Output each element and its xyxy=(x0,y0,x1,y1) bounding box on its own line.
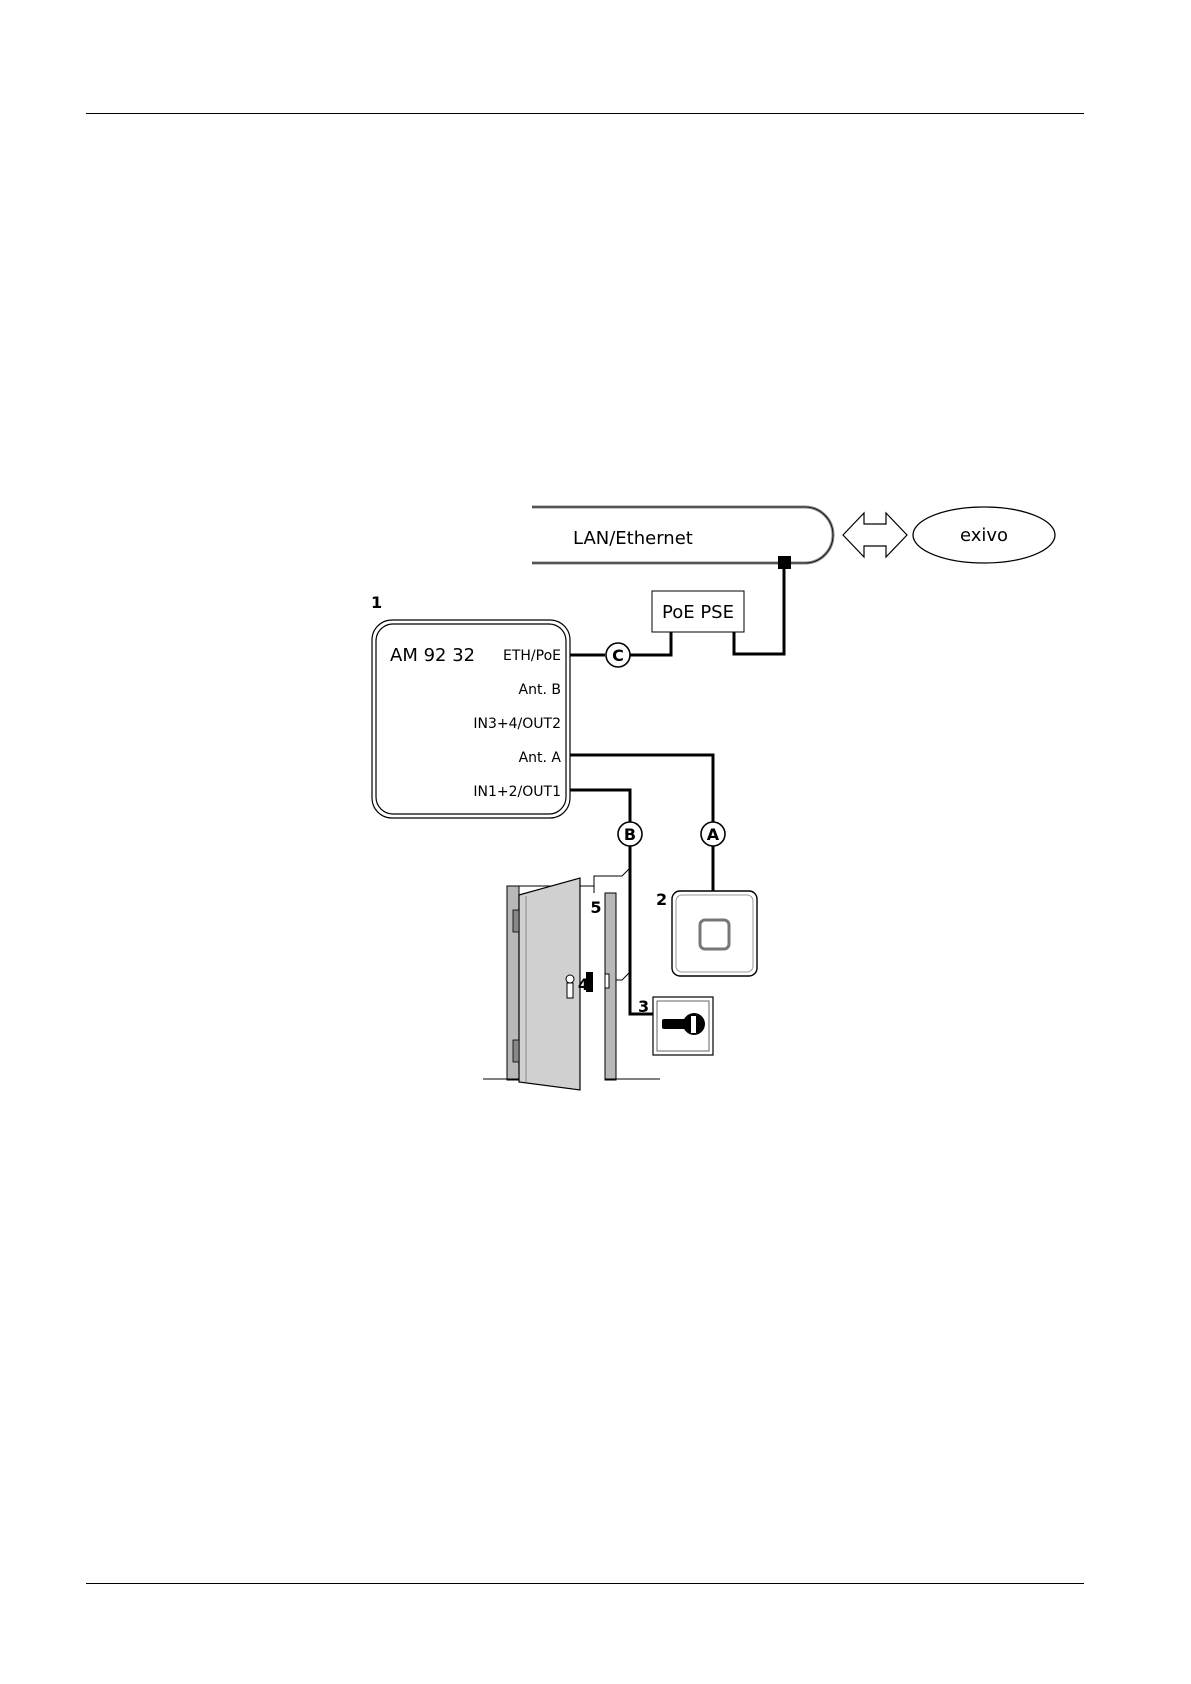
module-name: AM 92 32 xyxy=(390,645,475,666)
port-ant-a: Ant. A xyxy=(519,750,562,766)
contact-number: 4 xyxy=(578,975,589,994)
reader-outer xyxy=(672,891,757,976)
lan-connector xyxy=(778,556,791,569)
wire-lock xyxy=(594,868,630,893)
port-eth-poe: ETH/PoE xyxy=(503,648,561,664)
port-in1-2-out1: IN1+2/OUT1 xyxy=(473,784,561,800)
module-number: 1 xyxy=(371,593,382,612)
keyswitch-number: 3 xyxy=(638,997,649,1016)
cable-a-label: A xyxy=(707,825,720,844)
cable-c-label: C xyxy=(612,646,624,665)
door-leaf xyxy=(513,878,580,1090)
cable-b-label: B xyxy=(624,825,636,844)
cable-c-2 xyxy=(630,632,671,655)
lan-label: LAN/Ethernet xyxy=(573,528,693,549)
reader-number: 2 xyxy=(656,890,667,909)
cable-b-2 xyxy=(630,846,653,1014)
port-in3-4-out2: IN3+4/OUT2 xyxy=(473,716,561,732)
cable-b xyxy=(570,790,630,822)
frame-contact xyxy=(605,974,609,988)
lock-number: 5 xyxy=(590,898,601,917)
exivo-label: exivo xyxy=(960,525,1008,546)
poe-pse-label: PoE PSE xyxy=(662,602,734,623)
port-ant-b: Ant. B xyxy=(519,682,561,698)
double-arrow-icon xyxy=(843,513,907,557)
